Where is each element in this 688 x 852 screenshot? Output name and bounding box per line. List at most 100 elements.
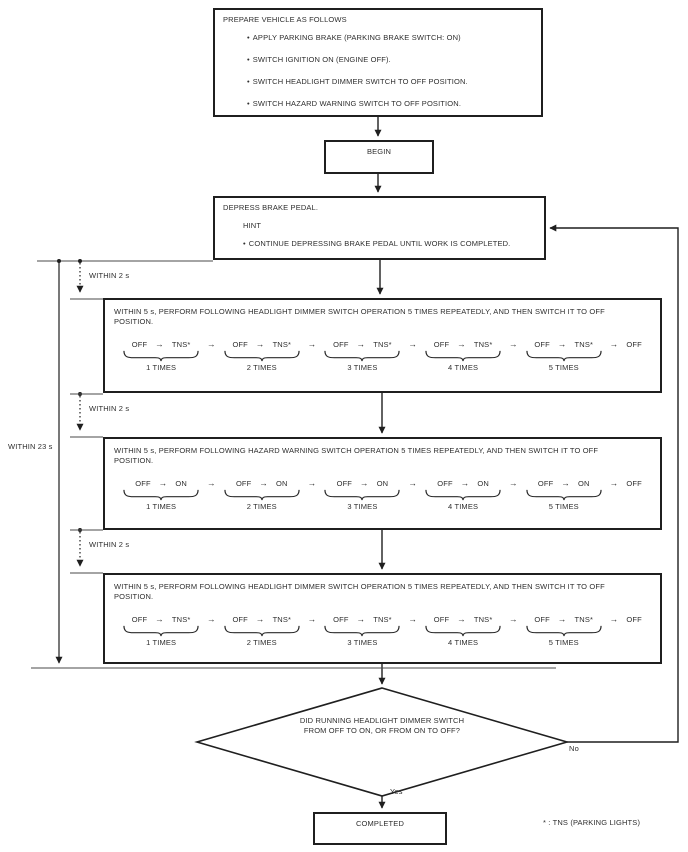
repeat-group: OFF→TNS*3 TIMES bbox=[324, 339, 401, 372]
state-to: TNS* bbox=[272, 340, 292, 349]
right-arrow-icon: → bbox=[408, 614, 418, 624]
repeat-group: OFF→TNS*2 TIMES bbox=[224, 615, 300, 647]
underbrace-icon bbox=[526, 350, 602, 362]
state-to: TNS* bbox=[473, 340, 493, 349]
state-to: TNS* bbox=[574, 615, 594, 624]
junction-dot bbox=[78, 259, 82, 263]
state-to: TNS* bbox=[473, 615, 493, 624]
hint-bullet: CONTINUE DEPRESSING BRAKE PEDAL UNTIL WO… bbox=[243, 239, 536, 248]
state-to: ON bbox=[276, 479, 288, 488]
step1-sequence: OFF→TNS*1 TIMES → OFF→TNS*2 TIMES → OFF → TNS*… bbox=[105, 340, 660, 372]
brake-title: DEPRESS BRAKE PEDAL. bbox=[223, 203, 319, 212]
junction-dot bbox=[78, 528, 82, 532]
right-arrow-icon: → bbox=[307, 339, 317, 349]
right-arrow-icon: → bbox=[259, 478, 269, 488]
right-arrow-icon: → bbox=[207, 478, 216, 488]
repeat-group: OFF → TNS* 5 TIMES bbox=[526, 340, 602, 372]
right-arrow-icon: → bbox=[158, 478, 168, 488]
repeat-group: OFF→TNS*5 TIMES bbox=[526, 615, 602, 647]
times-label: 3 TIMES bbox=[347, 363, 378, 372]
times-label: 1 TIMES bbox=[146, 638, 177, 647]
underbrace-icon bbox=[224, 350, 300, 362]
times-label: 5 TIMES bbox=[548, 363, 579, 372]
state-end: OFF bbox=[626, 479, 642, 488]
right-arrow-icon: → bbox=[509, 339, 518, 349]
times-label: 3 TIMES bbox=[347, 502, 378, 511]
times-label: 2 TIMES bbox=[246, 638, 277, 647]
underbrace-icon bbox=[324, 625, 401, 637]
state-end: OFF bbox=[626, 340, 642, 349]
no-label: No bbox=[569, 744, 579, 753]
state-to: TNS* bbox=[171, 340, 191, 349]
repeat-group: OFF→TNS*2 TIMES bbox=[224, 340, 300, 372]
state-from: OFF bbox=[232, 615, 248, 624]
within-2s-label: WITHIN 2 s bbox=[89, 271, 130, 280]
underbrace-icon bbox=[324, 350, 401, 362]
underbrace-icon bbox=[123, 489, 199, 501]
underbrace-icon bbox=[526, 489, 602, 501]
completed-label: COMPLETED bbox=[355, 819, 405, 828]
right-arrow-icon: → bbox=[509, 614, 518, 624]
state-from: OFF bbox=[336, 479, 353, 488]
right-arrow-icon: → bbox=[609, 339, 619, 349]
step2-text: WITHIN 5 s, PERFORM FOLLOWING HAZARD WAR… bbox=[114, 446, 599, 465]
state-from: OFF bbox=[333, 340, 349, 349]
repeat-group: OFF → TNS* 4 TIMES bbox=[425, 340, 501, 372]
right-arrow-icon: → bbox=[356, 339, 366, 349]
state-from: OFF bbox=[333, 615, 349, 624]
state-from: OFF bbox=[534, 340, 550, 349]
right-arrow-icon: → bbox=[360, 478, 369, 488]
underbrace-icon bbox=[425, 625, 501, 637]
right-arrow-icon: → bbox=[457, 339, 466, 349]
times-label: 1 TIMES bbox=[146, 502, 177, 511]
state-from: OFF bbox=[534, 615, 550, 624]
right-arrow-icon: → bbox=[457, 614, 466, 624]
repeat-group: OFF→TNS*1 TIMES bbox=[123, 340, 199, 372]
state-to: ON bbox=[175, 479, 187, 488]
prepare-title: PREPARE VEHICLE AS FOLLOWS bbox=[223, 15, 347, 24]
underbrace-icon bbox=[324, 489, 401, 501]
underbrace-icon bbox=[425, 350, 501, 362]
right-arrow-icon: → bbox=[255, 614, 265, 624]
state-from: OFF bbox=[131, 340, 148, 349]
state-from: OFF bbox=[232, 340, 248, 349]
step3-sequence: OFF→TNS*1 TIMES→OFF→TNS*2 TIMES→OFF→TNS*… bbox=[105, 615, 660, 647]
right-arrow-icon: → bbox=[408, 339, 418, 349]
times-label: 4 TIMES bbox=[448, 363, 479, 372]
completed-box: COMPLETED bbox=[313, 812, 447, 845]
right-arrow-icon: → bbox=[609, 614, 619, 624]
brake-pedal-box: DEPRESS BRAKE PEDAL. HINT CONTINUE DEPRE… bbox=[213, 196, 546, 260]
state-to: ON bbox=[376, 479, 389, 488]
state-from: OFF bbox=[131, 615, 148, 624]
state-from: OFF bbox=[537, 479, 554, 488]
prepare-bullet: SWITCH HEADLIGHT DIMMER SWITCH TO OFF PO… bbox=[247, 77, 533, 86]
state-from: OFF bbox=[433, 340, 450, 349]
begin-box: BEGIN bbox=[324, 140, 434, 174]
underbrace-icon bbox=[224, 489, 300, 501]
yes-label: Yes bbox=[390, 787, 403, 796]
repeat-group: OFF→TNS*4 TIMES bbox=[425, 615, 501, 647]
underbrace-icon bbox=[224, 625, 300, 637]
state-to: ON bbox=[578, 479, 590, 488]
prepare-bullet: APPLY PARKING BRAKE (PARKING BRAKE SWITC… bbox=[247, 33, 533, 42]
right-arrow-icon: → bbox=[307, 614, 317, 624]
state-end: OFF bbox=[626, 615, 642, 624]
begin-label: BEGIN bbox=[366, 147, 392, 156]
step1-headlight-dimmer-box: WITHIN 5 s, PERFORM FOLLOWING HEADLIGHT … bbox=[103, 298, 662, 393]
junction-dot bbox=[78, 392, 82, 396]
right-arrow-icon: → bbox=[609, 478, 619, 488]
right-arrow-icon: → bbox=[155, 614, 164, 624]
state-from: OFF bbox=[433, 615, 450, 624]
state-to: TNS* bbox=[574, 340, 594, 349]
times-label: 5 TIMES bbox=[548, 502, 579, 511]
times-label: 2 TIMES bbox=[246, 502, 277, 511]
state-to: TNS* bbox=[171, 615, 191, 624]
right-arrow-icon: → bbox=[557, 339, 567, 349]
prepare-bullet: SWITCH IGNITION ON (ENGINE OFF). bbox=[247, 55, 533, 64]
times-label: 4 TIMES bbox=[448, 502, 479, 511]
step1-text: WITHIN 5 s, PERFORM FOLLOWING HEADLIGHT … bbox=[114, 307, 605, 326]
